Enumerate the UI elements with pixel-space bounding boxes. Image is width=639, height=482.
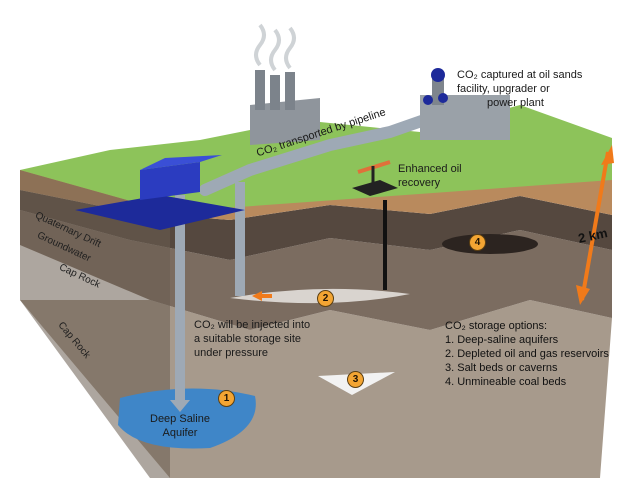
pipeline: [170, 112, 436, 412]
tank-2: [438, 93, 448, 103]
stack-1: [255, 70, 265, 110]
enhanced-line-1: Enhanced oil: [398, 163, 462, 175]
aquifer-arrow-icon: [170, 400, 190, 412]
injection-label: CO₂ will be injected into a suitable sto…: [194, 318, 310, 360]
stack-3: [285, 72, 295, 110]
stack-2: [270, 75, 280, 110]
storage-options-list: CO₂ storage options: 1. Deep-saline aqui…: [445, 319, 609, 389]
storage-option-2: 2. Depleted oil and gas reservoirs: [445, 348, 609, 360]
facility-roof: [140, 155, 222, 170]
depth-arrow-bottom: [576, 285, 590, 305]
injection-line-1: CO₂ will be injected into: [194, 319, 311, 331]
coal-bed: [442, 234, 538, 254]
tank-1: [423, 95, 433, 105]
pumpjack-base: [352, 180, 398, 196]
marker-2: 2: [317, 290, 334, 307]
smoke-icon: [254, 23, 296, 72]
marker-1: 1: [218, 390, 235, 407]
power-plant: [250, 23, 320, 145]
storage-option-1: 1. Deep-saline aquifers: [445, 334, 559, 346]
capture-label: CO₂ captured at oil sands facility, upgr…: [457, 68, 582, 110]
injection-line-3: under pressure: [194, 347, 268, 359]
capture-label-line-1: CO₂ captured at oil sands: [457, 69, 583, 81]
marker-3: 3: [347, 371, 364, 388]
depth-arrow-top: [601, 145, 614, 165]
storage-options-title: CO₂ storage options:: [445, 320, 548, 332]
enhanced-recovery-label: Enhanced oil recovery: [398, 162, 462, 190]
depth-arrow-line: [580, 151, 610, 301]
aquifer-label: Deep Saline Aquifer: [150, 412, 210, 440]
facility-building: [140, 162, 200, 200]
tower-dome: [431, 68, 445, 82]
facility-pad: [75, 195, 245, 230]
aquifer-line-2: Aquifer: [162, 427, 198, 439]
injection-line-2: a suitable storage site: [194, 333, 302, 345]
plant-building: [250, 98, 320, 145]
pumpjack-icon: [352, 160, 398, 196]
enhanced-line-2: recovery: [398, 177, 441, 189]
capture-facility: [420, 68, 510, 140]
injection-facility: [75, 155, 245, 230]
marker-4: 4: [469, 234, 486, 251]
capture-label-line-3: power plant: [487, 97, 544, 109]
capture-label-line-2: facility, upgrader or: [457, 83, 550, 95]
aquifer-line-1: Deep Saline: [150, 413, 210, 425]
surface-pipe: [199, 112, 436, 196]
storage-option-4: 4. Unmineable coal beds: [445, 376, 567, 388]
depth-arrow-icon: [576, 145, 614, 305]
storage-option-3: 3. Salt beds or caverns: [445, 362, 558, 374]
ground-block: [20, 105, 612, 478]
injection-arrow-icon: [252, 291, 272, 301]
